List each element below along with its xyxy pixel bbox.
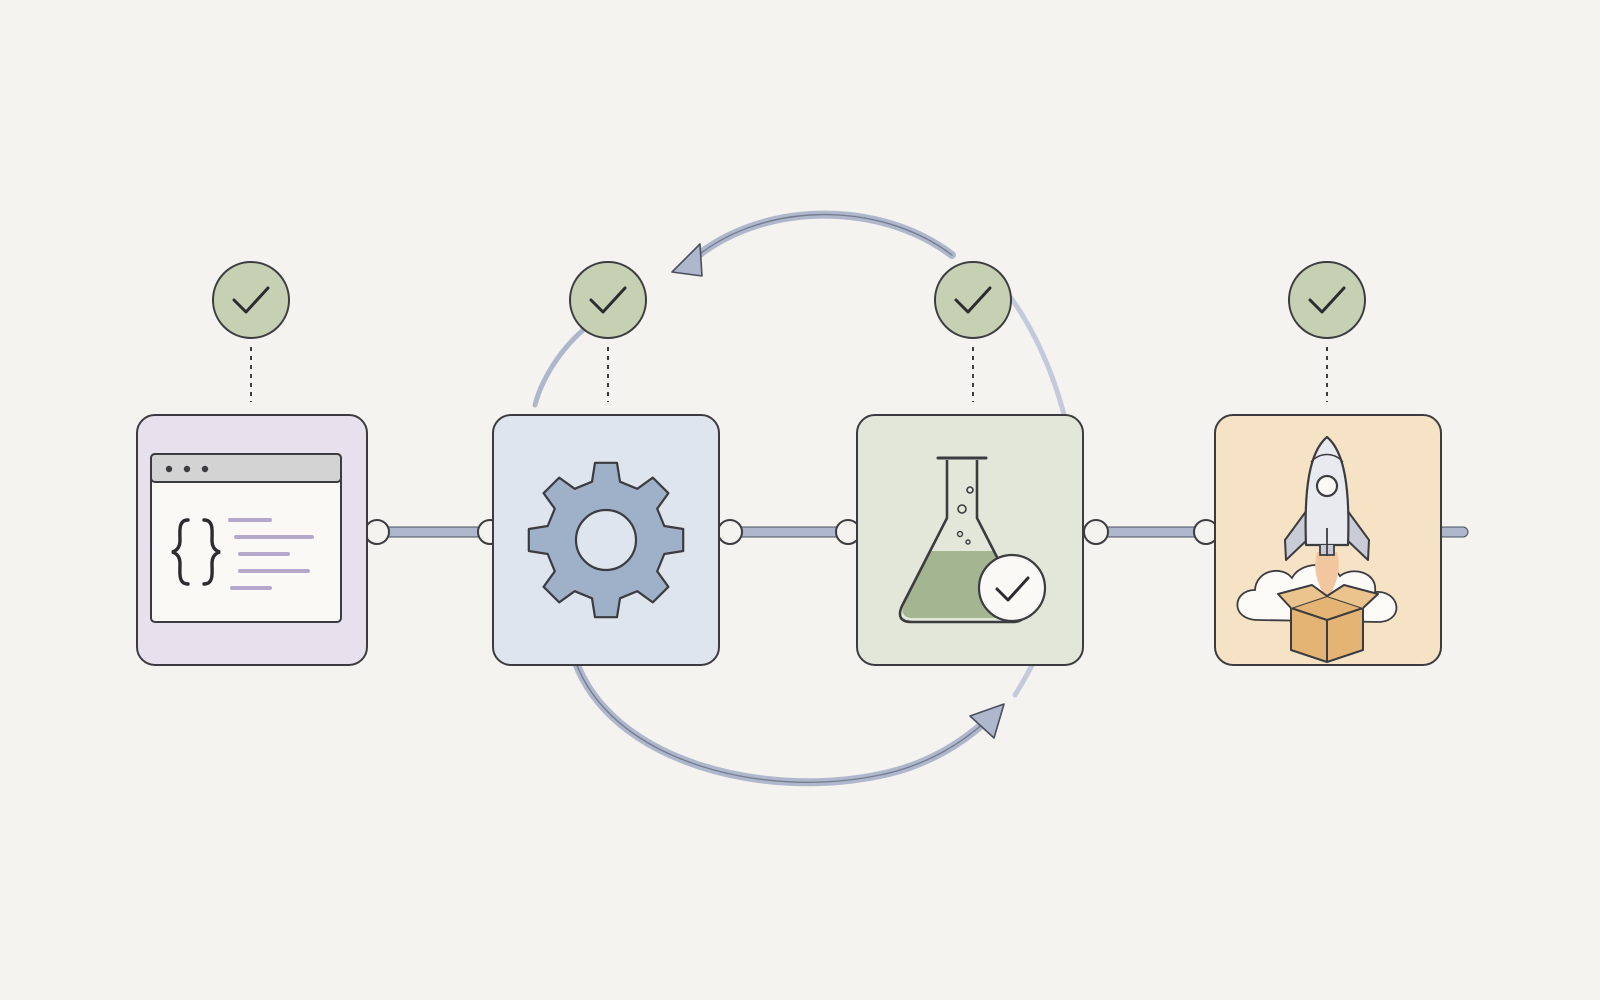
checkmark-icon: [1308, 286, 1346, 314]
brace-left: [171, 518, 190, 586]
connector-2: [717, 519, 861, 545]
flask-icon: [898, 456, 1047, 624]
stage-build: [492, 261, 720, 666]
loop-arc-left: [532, 327, 586, 408]
box-icon: [1277, 584, 1379, 663]
code-lines: [228, 518, 314, 590]
code-editor-icon: [150, 453, 342, 623]
rocket-flame: [1315, 552, 1339, 600]
rocket-window: [1315, 474, 1339, 498]
stage-deploy: [1214, 261, 1442, 666]
status-check: [934, 261, 1012, 339]
stage-card: [856, 414, 1084, 666]
loop-arrowhead-bottom: [969, 703, 1005, 739]
checkmark-icon: [589, 286, 627, 314]
status-check: [212, 261, 290, 339]
checkmark-icon: [954, 286, 992, 314]
stage-code: [136, 261, 368, 666]
stage-test: [856, 261, 1084, 666]
loop-arrowhead-top: [671, 243, 703, 277]
gear-hole: [574, 508, 638, 572]
pipeline-connectors: [364, 519, 1469, 545]
loop-arrow-bottom: [571, 656, 989, 787]
connector-1: [364, 519, 503, 545]
status-check: [569, 261, 647, 339]
status-check: [1288, 261, 1366, 339]
connector-tail: [1437, 526, 1469, 538]
gear-icon: [527, 461, 685, 619]
checkmark-badge-icon: [977, 553, 1047, 623]
rocket-icon: [1236, 435, 1398, 663]
brace-right: [202, 518, 221, 586]
connector-3: [1083, 519, 1219, 545]
loop-arrow-top: [686, 210, 956, 266]
checkmark-icon: [232, 286, 270, 314]
